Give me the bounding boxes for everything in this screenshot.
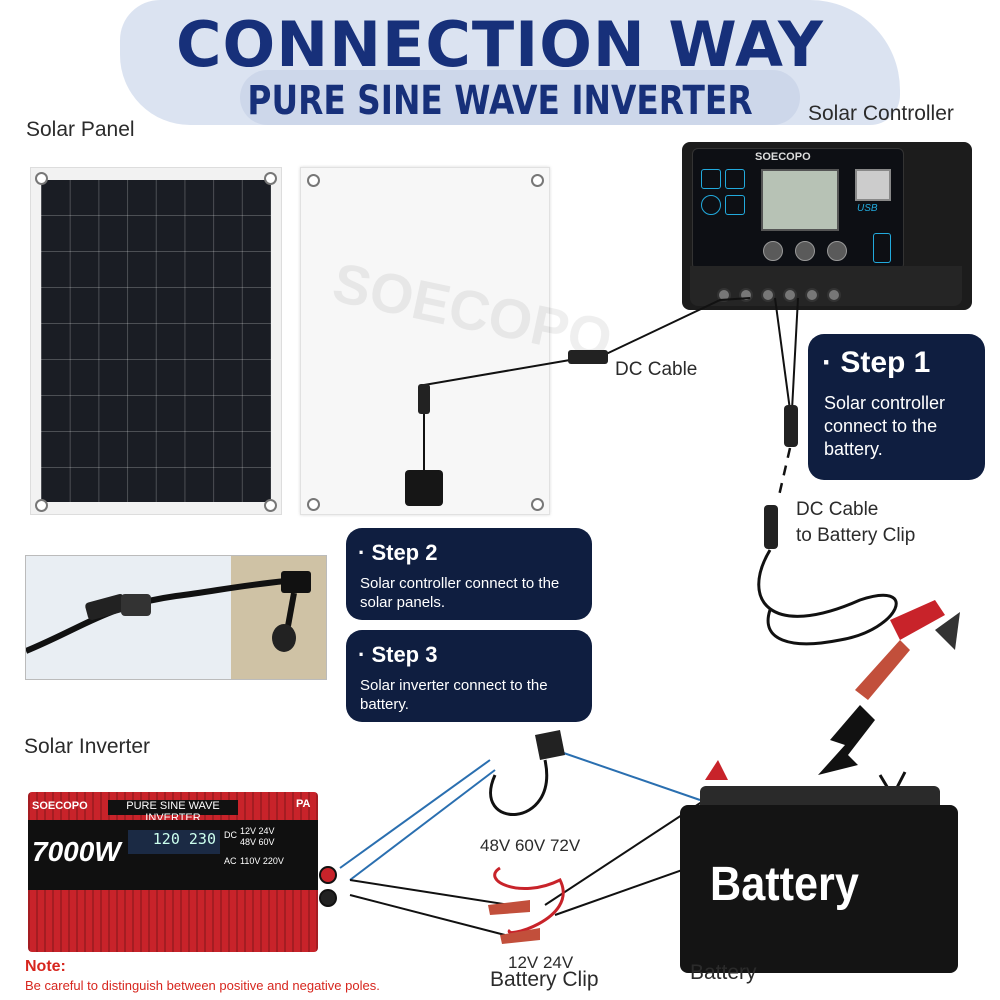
battery-clip-label: Battery Clip bbox=[490, 968, 599, 992]
inverter-panel: 7000W 120 230 DC 12V 24V 48V 60V AC 110V… bbox=[28, 820, 318, 890]
step-1-title: · Step 1 bbox=[822, 346, 930, 380]
socket-icon bbox=[272, 624, 296, 652]
orange-clip-icon bbox=[855, 640, 910, 700]
dc-cable-line bbox=[424, 298, 750, 385]
step-3-title: · Step 3 bbox=[358, 642, 437, 668]
battery-cable-line bbox=[775, 298, 798, 410]
battery: Battery bbox=[680, 805, 958, 973]
ac-options: 110V 220V bbox=[240, 856, 314, 866]
ac-option: 220V bbox=[263, 856, 284, 866]
step-3-text: Solar inverter connect to the battery. bbox=[360, 676, 548, 714]
blue-wire bbox=[555, 750, 700, 800]
ac-label: AC bbox=[224, 856, 237, 866]
dc-connector-icon bbox=[568, 350, 608, 364]
female-plug-icon bbox=[121, 594, 151, 616]
step-3-line: battery. bbox=[360, 695, 548, 714]
solar-inverter-label: Solar Inverter bbox=[24, 735, 150, 759]
dashed-link bbox=[778, 448, 790, 500]
blue-wire bbox=[350, 770, 495, 880]
note-label: Note: bbox=[25, 958, 66, 976]
coiled-cable bbox=[759, 550, 896, 644]
inverter-logo: SOECOPO bbox=[32, 800, 88, 812]
note-text: Be careful to distinguish between positi… bbox=[25, 978, 380, 993]
step-3-line: Solar inverter connect to the bbox=[360, 676, 548, 695]
battery-connector-icon bbox=[784, 405, 798, 447]
dc-option: 48V bbox=[240, 837, 256, 847]
battery-label: Battery bbox=[690, 961, 757, 985]
dc-option: 60V bbox=[259, 837, 275, 847]
junction-icon bbox=[281, 571, 311, 593]
step-3-box: · Step 3 Solar inverter connect to the b… bbox=[346, 630, 592, 722]
step-1-box: · Step 1 Solar controller connect to the… bbox=[808, 334, 985, 480]
step-2-line: solar panels. bbox=[360, 593, 559, 612]
battery-face-label: Battery bbox=[710, 857, 859, 912]
arrow-down-icon bbox=[818, 705, 875, 775]
dc-label: DC bbox=[224, 830, 237, 840]
step-2-line: Solar controller connect to the bbox=[360, 574, 559, 593]
inverter-positive-terminal bbox=[320, 867, 336, 883]
connector-photo bbox=[25, 555, 327, 680]
dc-cable-clip-label-line2: to Battery Clip bbox=[796, 523, 915, 549]
ac-option: 110V bbox=[240, 856, 260, 866]
red-clip-icon bbox=[890, 600, 945, 640]
connector-illustration bbox=[26, 556, 326, 679]
clip-connector-icon bbox=[764, 505, 778, 549]
ac-plug-icon bbox=[535, 730, 565, 760]
step-2-text: Solar controller connect to the solar pa… bbox=[360, 574, 559, 612]
dc-option: 12V bbox=[240, 826, 256, 836]
battery-red-clip-icon bbox=[705, 760, 728, 780]
ac-cable bbox=[491, 760, 547, 815]
photo-right-background bbox=[231, 556, 326, 679]
dc-options: 12V 24V 48V 60V bbox=[240, 826, 314, 848]
inverter-negative-terminal bbox=[320, 890, 336, 906]
inverter-header: PURE SINE WAVE INVERTER bbox=[108, 800, 238, 815]
voltage-high-label: 48V 60V 72V bbox=[480, 833, 580, 859]
dc-cable-clip-label-line1: DC Cable bbox=[796, 497, 878, 523]
dc-option: 24V bbox=[259, 826, 275, 836]
inverter-power: 7000W bbox=[32, 836, 121, 868]
step-2-title: · Step 2 bbox=[358, 540, 437, 566]
inverter-display: 120 230 bbox=[128, 830, 220, 854]
inverter-badge: PA bbox=[296, 798, 310, 810]
step-1-line: Solar controller bbox=[824, 392, 945, 415]
step-1-line: battery. bbox=[824, 438, 945, 461]
dc-cable-label: DC Cable bbox=[615, 357, 697, 383]
blue-wire bbox=[340, 760, 490, 868]
panel-connector-icon bbox=[418, 384, 430, 414]
step-2-box: · Step 2 Solar controller connect to the… bbox=[346, 528, 592, 620]
step-1-line: connect to the bbox=[824, 415, 945, 438]
solar-inverter: SOECOPO PURE SINE WAVE INVERTER PA 7000W… bbox=[28, 792, 318, 952]
step-1-text: Solar controller connect to the battery. bbox=[824, 392, 945, 461]
